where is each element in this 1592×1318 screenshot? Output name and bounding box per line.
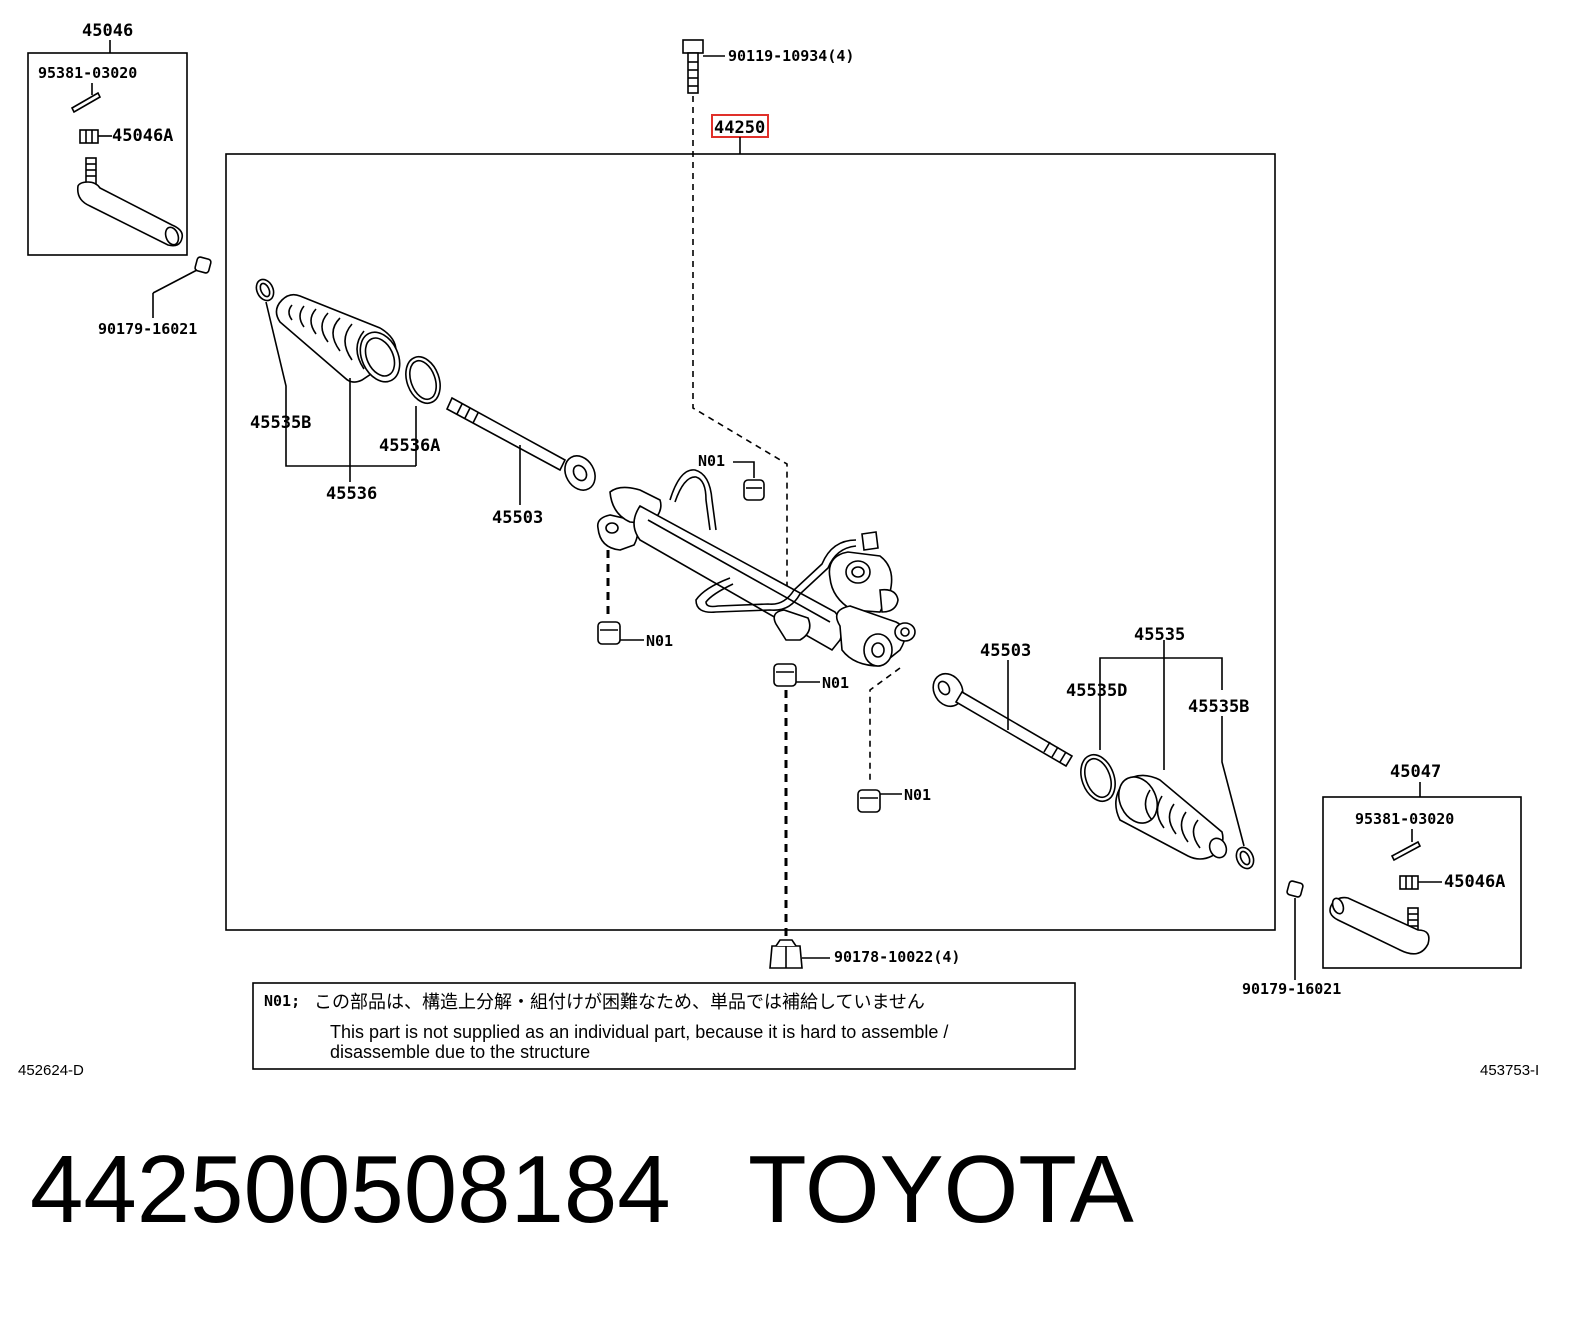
main-frame bbox=[225, 153, 1276, 931]
bushing-b-icon[interactable] bbox=[597, 621, 621, 645]
label-n01-b[interactable]: N01 bbox=[646, 632, 673, 650]
boot-band-right-icon[interactable] bbox=[1075, 750, 1121, 806]
label-cotter-pin-right[interactable]: 95381-03020 bbox=[1355, 810, 1454, 828]
nut-lower-left-group: 90179-16021 bbox=[98, 256, 212, 338]
label-boot-left[interactable]: 45536 bbox=[326, 484, 377, 504]
bushings-group: N01 N01 N01 N01 bbox=[597, 452, 931, 938]
bolt-shank-icon bbox=[687, 52, 699, 94]
bolt-head-icon[interactable] bbox=[682, 39, 704, 54]
code-left: 452624-D bbox=[18, 1062, 84, 1079]
label-boot-band-left[interactable]: 45536A bbox=[379, 436, 440, 456]
label-nut-lower-left[interactable]: 90179-16021 bbox=[98, 320, 197, 338]
footer-brand: TOYOTA bbox=[748, 1136, 1134, 1243]
hydraulic-pipe-a-icon bbox=[669, 469, 717, 531]
nut-lower-left-icon[interactable] bbox=[194, 256, 212, 274]
label-nut-left[interactable]: 45046A bbox=[112, 126, 173, 146]
bushing-d-icon[interactable] bbox=[857, 789, 881, 813]
note-box bbox=[252, 982, 1076, 1070]
boot-band-left-icon[interactable] bbox=[400, 352, 446, 408]
castle-nut-left-icon[interactable] bbox=[79, 129, 99, 144]
ball-stud-left-icon bbox=[85, 157, 97, 185]
code-right: 453753-I bbox=[1480, 1062, 1539, 1079]
bolt-top-group: 90119-10934(4) bbox=[682, 39, 854, 590]
boot-clamp-left-icon[interactable] bbox=[253, 277, 277, 304]
assembly-group: 44250 bbox=[225, 114, 1276, 931]
label-nut-right[interactable]: 45046A bbox=[1444, 872, 1505, 892]
pinion-shaft-icon[interactable] bbox=[861, 531, 879, 551]
label-n01-a[interactable]: N01 bbox=[698, 452, 725, 470]
label-inner-rod-right[interactable]: 45503 bbox=[980, 641, 1031, 661]
rack-tube-icon[interactable] bbox=[633, 504, 843, 652]
inner-rod-left-group: 45503 bbox=[445, 396, 596, 528]
tie-rod-end-left-group: 45046 95381-03020 45046A bbox=[27, 21, 188, 256]
note-english-line1: This part is not supplied as an individu… bbox=[330, 1022, 948, 1042]
label-tie-rod-end-left[interactable]: 45046 bbox=[82, 21, 133, 41]
label-tie-rod-end-right[interactable]: 45047 bbox=[1390, 762, 1441, 782]
inner-rod-right-group: 45503 bbox=[932, 641, 1074, 768]
boot-clamp-right-icon[interactable] bbox=[1233, 845, 1257, 872]
tie-rod-end-right-group: 45047 95381-03020 45046A bbox=[1322, 762, 1522, 969]
note-japanese: この部品は、構造上分解・組付けが困難なため、単品では補給していません bbox=[314, 992, 925, 1013]
label-n01-c[interactable]: N01 bbox=[822, 674, 849, 692]
label-boot-clamp-right[interactable]: 45535B bbox=[1188, 697, 1249, 717]
label-nut-bottom[interactable]: 90178-10022(4) bbox=[834, 948, 960, 966]
label-boot-band-right[interactable]: 45535D bbox=[1066, 681, 1127, 701]
inner-rod-right-icon[interactable] bbox=[954, 690, 1074, 768]
label-bolt-top[interactable]: 90119-10934(4) bbox=[728, 47, 854, 65]
nut-lower-right-group: 90179-16021 bbox=[1242, 880, 1341, 998]
label-boot-clamp-left[interactable]: 45535B bbox=[250, 413, 311, 433]
boot-right-group: 45535 45535D 45535B bbox=[1066, 625, 1257, 872]
label-boot-right[interactable]: 45535 bbox=[1134, 625, 1185, 645]
nut-bottom-group: 90178-10022(4) bbox=[769, 939, 960, 969]
cotter-pin-left-icon[interactable] bbox=[70, 91, 102, 114]
label-nut-lower-right[interactable]: 90179-16021 bbox=[1242, 980, 1341, 998]
tie-rod-end-right-box bbox=[1322, 796, 1522, 969]
inner-rod-left-icon[interactable] bbox=[445, 396, 567, 472]
nut-lower-right-icon[interactable] bbox=[1286, 880, 1304, 898]
bolt-top-leader bbox=[692, 96, 788, 590]
footer-part-number: 442500508184 bbox=[30, 1136, 671, 1243]
note-english-line2: disassemble due to the structure bbox=[330, 1042, 590, 1062]
label-assembly[interactable]: 44250 bbox=[714, 118, 765, 138]
note-group: N01; この部品は、構造上分解・組付けが困難なため、単品では補給していません … bbox=[252, 982, 1076, 1070]
boot-left-group: 45535B 45536A 45536 bbox=[250, 277, 446, 504]
rack-housing-group bbox=[596, 469, 916, 667]
label-n01-d[interactable]: N01 bbox=[904, 786, 931, 804]
label-inner-rod-left[interactable]: 45503 bbox=[492, 508, 543, 528]
cotter-pin-right-icon[interactable] bbox=[1390, 840, 1422, 862]
tie-rod-end-left-icon[interactable] bbox=[76, 181, 184, 247]
bushing-c-icon[interactable] bbox=[773, 663, 797, 687]
tie-rod-end-left-box bbox=[27, 52, 188, 256]
castle-nut-right-icon[interactable] bbox=[1399, 875, 1419, 890]
tie-rod-end-right-icon[interactable] bbox=[1329, 896, 1430, 955]
label-cotter-pin-left[interactable]: 95381-03020 bbox=[38, 64, 137, 82]
note-key: N01; bbox=[264, 992, 300, 1010]
bushing-a-icon[interactable] bbox=[743, 479, 765, 501]
